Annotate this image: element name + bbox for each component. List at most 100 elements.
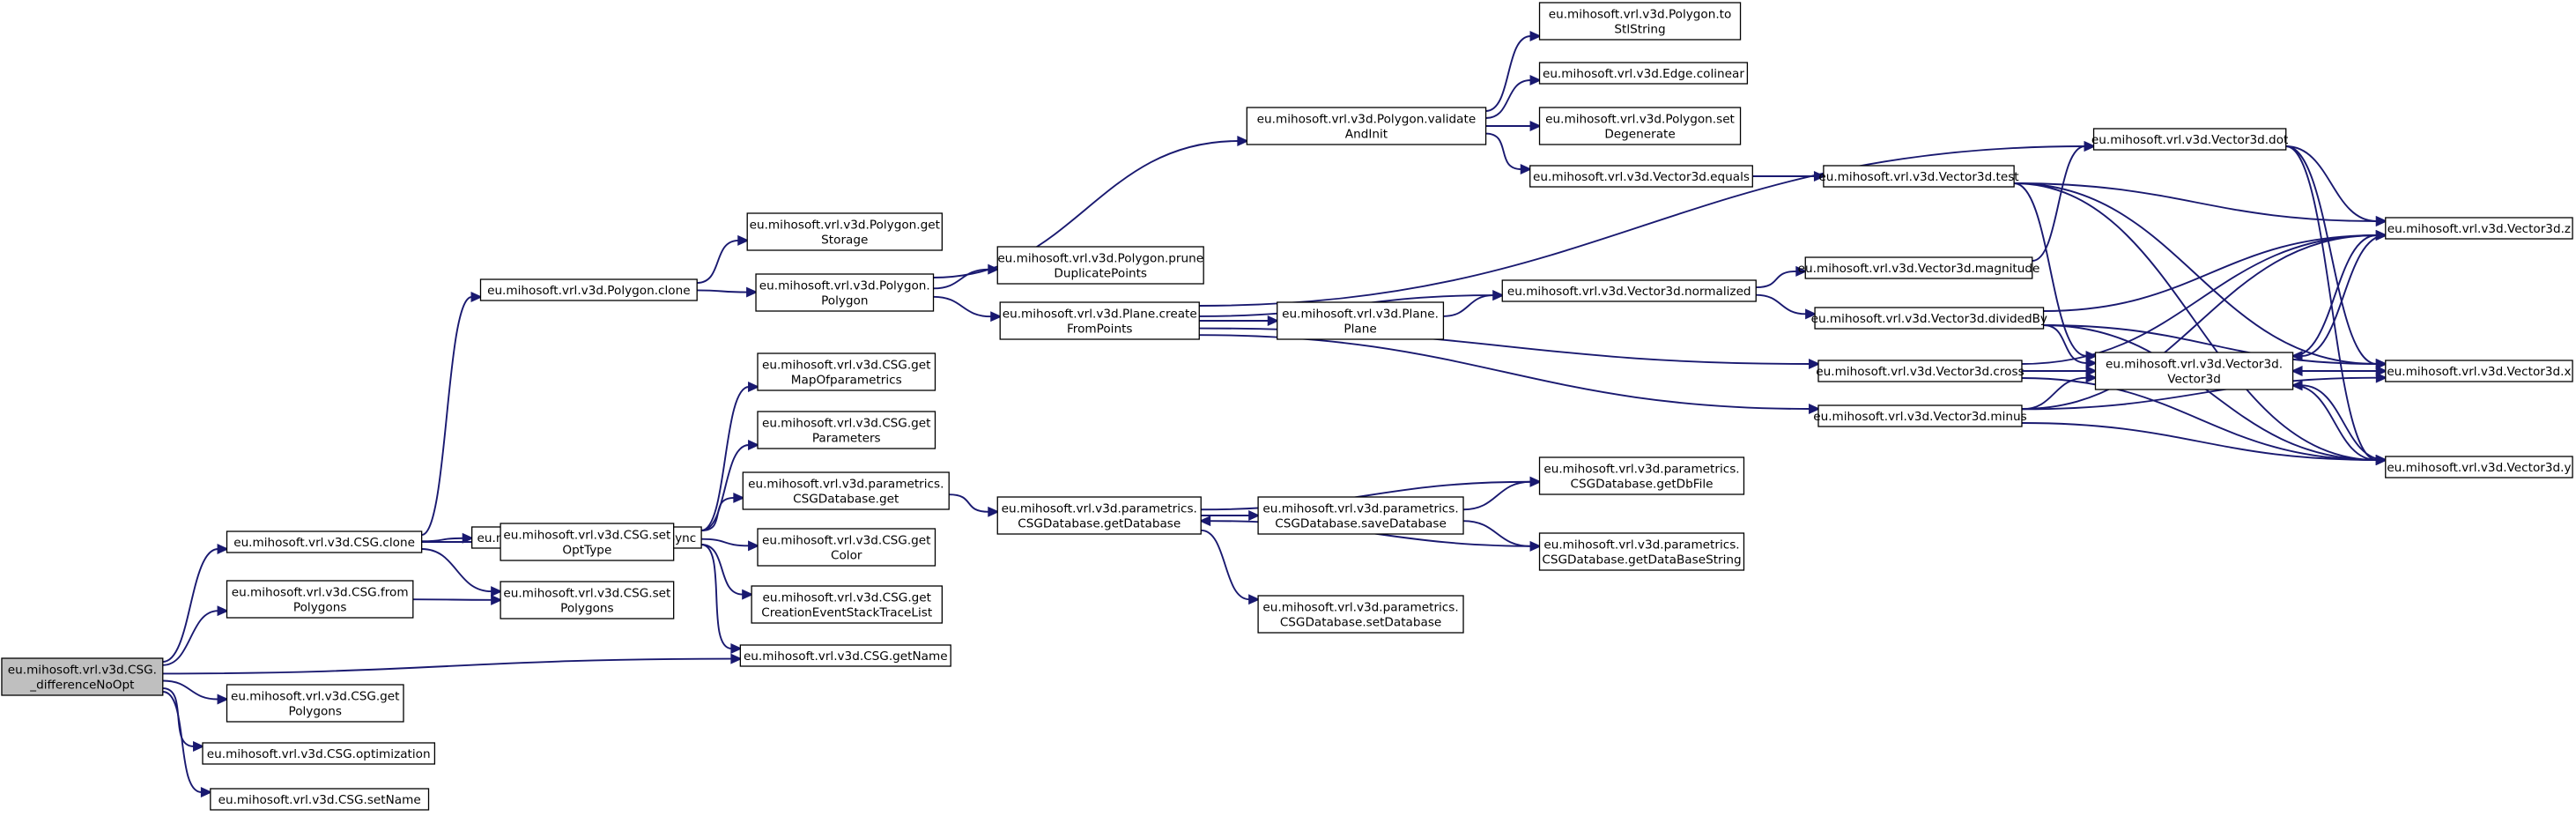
graph-node-csg-getCreation[interactable]: eu.mihosoft.vrl.v3d.CSG.getCreationEvent… xyxy=(751,585,943,624)
graph-node-csg-clone[interactable]: eu.mihosoft.vrl.v3d.CSG.clone xyxy=(226,530,423,553)
graph-node-v-x[interactable]: eu.mihosoft.vrl.v3d.Vector3d.x xyxy=(2385,360,2573,382)
node-label: Vector3d xyxy=(2167,373,2221,387)
graph-node-poly-clone[interactable]: eu.mihosoft.vrl.v3d.Polygon.clone xyxy=(479,278,698,301)
graph-node-v-ctor[interactable]: eu.mihosoft.vrl.v3d.Vector3d.Vector3d xyxy=(2094,352,2294,390)
node-label: StlString xyxy=(1614,23,1665,37)
graph-node-poly-validate[interactable]: eu.mihosoft.vrl.v3d.Polygon.validateAndI… xyxy=(1246,107,1487,145)
graph-node-db-set[interactable]: eu.mihosoft.vrl.v3d.parametrics.CSGDatab… xyxy=(1257,595,1464,634)
graph-node-plane-plane[interactable]: eu.mihosoft.vrl.v3d.Plane.Plane xyxy=(1277,301,1445,340)
graph-node-db-save[interactable]: eu.mihosoft.vrl.v3d.parametrics.CSGDatab… xyxy=(1257,496,1464,535)
node-box xyxy=(996,496,1202,535)
graph-node-db-get[interactable]: eu.mihosoft.vrl.v3d.parametrics.CSGDatab… xyxy=(742,471,950,510)
node-box xyxy=(479,278,698,301)
node-label: eu.mihosoft.vrl.v3d.Vector3d.dot xyxy=(2091,133,2288,147)
edge-line xyxy=(2021,377,2377,461)
edge-line xyxy=(421,537,463,543)
graph-node-csg-optimization[interactable]: eu.mihosoft.vrl.v3d.CSG.optimization xyxy=(202,742,436,765)
node-box xyxy=(2385,456,2573,478)
graph-node-v-minus[interactable]: eu.mihosoft.vrl.v3d.Vector3d.minus xyxy=(1813,404,2027,427)
node-label: eu.mihosoft.vrl.v3d.Plane. xyxy=(1282,308,1439,322)
graph-node-v-cross[interactable]: eu.mihosoft.vrl.v3d.Vector3d.cross xyxy=(1816,360,2025,382)
edge-line xyxy=(2021,376,2087,411)
edge-arrowhead xyxy=(491,586,503,597)
graph-node-poly-prune[interactable]: eu.mihosoft.vrl.v3d.Polygon.pruneDuplica… xyxy=(996,246,1204,285)
edge-arrowhead xyxy=(2375,359,2388,369)
node-label: eu.mihosoft.vrl.v3d.Polygon.set xyxy=(1545,113,1735,127)
graph-node-poly-setDeg[interactable]: eu.mihosoft.vrl.v3d.Polygon.setDegenerat… xyxy=(1538,107,1742,145)
node-label: eu.mihosoft.vrl.v3d.Vector3d.equals xyxy=(1533,170,1750,184)
graph-edge-plane-create-to-plane-plane xyxy=(1199,315,1280,326)
node-box xyxy=(1257,595,1464,634)
edge-arrowhead xyxy=(200,787,213,797)
graph-node-v-test[interactable]: eu.mihosoft.vrl.v3d.Vector3d.test xyxy=(1818,165,2019,188)
graph-node-v-magnitude[interactable]: eu.mihosoft.vrl.v3d.Vector3d.magnitude xyxy=(1798,256,2040,279)
edge-line xyxy=(1485,132,1521,170)
node-box xyxy=(2385,360,2573,382)
graph-edge-v-normalized-to-v-magnitude xyxy=(1756,265,1808,289)
graph-node-plane-create[interactable]: eu.mihosoft.vrl.v3d.Plane.createFromPoin… xyxy=(999,301,1200,340)
node-label: Polygons xyxy=(293,601,347,615)
node-label: eu.mihosoft.vrl.v3d.CSG.clone xyxy=(233,536,415,550)
graph-node-csg-getName[interactable]: eu.mihosoft.vrl.v3d.CSG.getName xyxy=(739,644,951,667)
node-label: eu.mihosoft.vrl.v3d.Polygon.clone xyxy=(487,284,691,298)
edge-arrowhead xyxy=(1809,359,1821,369)
graph-edge-v-x-to-v-ctor xyxy=(2291,366,2386,376)
graph-edge-db-get-to-db-getDatabase xyxy=(949,493,1000,517)
graph-node-v-equals[interactable]: eu.mihosoft.vrl.v3d.Vector3d.equals xyxy=(1529,165,1753,188)
graph-edge-poly-polygon-to-plane-create xyxy=(933,295,1003,323)
edge-arrowhead xyxy=(742,589,754,600)
edge-line xyxy=(421,548,492,593)
graph-edge-plane-plane-to-v-normalized xyxy=(1443,290,1505,317)
graph-node-csg-getMap[interactable]: eu.mihosoft.vrl.v3d.CSG.getMapOfparametr… xyxy=(757,352,936,391)
node-box xyxy=(1257,496,1464,535)
edge-line xyxy=(1485,79,1531,119)
graph-node-db-getString[interactable]: eu.mihosoft.vrl.v3d.parametrics.CSGDatab… xyxy=(1538,532,1745,571)
edge-line xyxy=(933,140,1239,278)
edge-line xyxy=(421,296,472,536)
graph-node-db-getDbFile[interactable]: eu.mihosoft.vrl.v3d.parametrics.CSGDatab… xyxy=(1538,456,1745,495)
node-label: Parameters xyxy=(812,432,881,446)
node-label: CSGDatabase.getDatabase xyxy=(1018,517,1181,531)
edge-arrowhead xyxy=(730,653,743,664)
edge-line xyxy=(933,268,989,290)
edge-line xyxy=(2021,376,2377,411)
edge-line xyxy=(2021,234,2377,365)
node-box xyxy=(757,528,936,567)
graph-node-edge-colinear[interactable]: eu.mihosoft.vrl.v3d.Edge.colinear xyxy=(1538,62,1749,85)
graph-node-v-dot[interactable]: eu.mihosoft.vrl.v3d.Vector3d.dot xyxy=(2091,128,2288,151)
graph-edge-v-normalized-to-v-dividedBy xyxy=(1756,293,1817,320)
graph-node-v-dividedBy[interactable]: eu.mihosoft.vrl.v3d.Vector3d.dividedBy xyxy=(1811,307,2047,330)
graph-edge-db-getDatabase-to-db-save xyxy=(1201,510,1261,521)
graph-node-poly-polygon[interactable]: eu.mihosoft.vrl.v3d.Polygon.Polygon xyxy=(755,273,935,312)
graph-node-csg-setName[interactable]: eu.mihosoft.vrl.v3d.CSG.setName xyxy=(210,788,430,811)
graph-edge-v-cross-to-v-y xyxy=(2021,377,2388,465)
graph-node-csg-diff[interactable]: eu.mihosoft.vrl.v3d.CSG._differenceNoOpt xyxy=(1,657,164,696)
node-box xyxy=(757,352,936,391)
node-box xyxy=(2094,352,2294,390)
node-box xyxy=(1804,256,2033,279)
node-label: eu.mihosoft.vrl.v3d.CSG.get xyxy=(762,591,931,605)
node-box xyxy=(202,742,436,765)
graph-node-v-normalized[interactable]: eu.mihosoft.vrl.v3d.Vector3d.normalized xyxy=(1501,279,1757,302)
node-label: eu.mihosoft.vrl.v3d.parametrics. xyxy=(748,478,944,492)
node-label: eu.mihosoft.vrl.v3d.parametrics. xyxy=(1543,538,1739,553)
graph-node-v-y[interactable]: eu.mihosoft.vrl.v3d.Vector3d.y xyxy=(2385,456,2573,478)
edge-line xyxy=(701,538,750,547)
edge-arrowhead xyxy=(217,694,229,705)
node-label: DuplicatePoints xyxy=(1054,267,1147,281)
node-label: eu.mihosoft.vrl.v3d.Vector3d.z xyxy=(2387,222,2571,236)
graph-edge-db-getDatabase-to-db-set xyxy=(1201,529,1261,605)
graph-node-v-z[interactable]: eu.mihosoft.vrl.v3d.Vector3d.z xyxy=(2385,217,2573,240)
edge-line xyxy=(701,544,744,596)
graph-edge-csg-diff-to-csg-clone xyxy=(162,544,229,663)
graph-edge-v-equals-to-v-test xyxy=(1752,171,1826,182)
graph-node-db-getDatabase[interactable]: eu.mihosoft.vrl.v3d.parametrics.CSGDatab… xyxy=(996,496,1202,535)
